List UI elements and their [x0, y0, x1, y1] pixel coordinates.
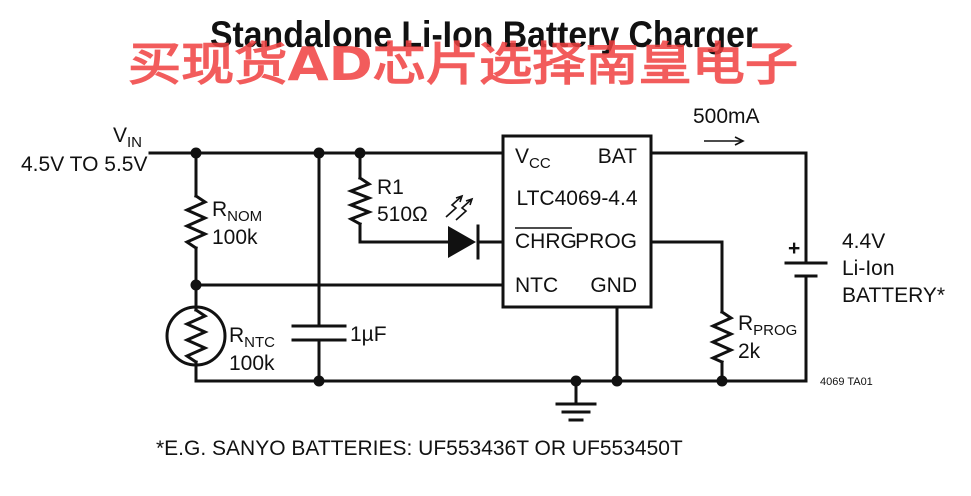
- rntc-value: 100k: [229, 352, 275, 375]
- pin-vcc: VCC: [515, 145, 551, 172]
- footnote: *E.G. SANYO BATTERIES: UF553436T OR UF55…: [156, 437, 683, 460]
- current-label: 500mA: [693, 105, 760, 128]
- rprog-name: RPROG: [738, 312, 797, 339]
- rprog-value: 2k: [738, 340, 761, 363]
- pin-chrg: CHRG: [515, 230, 577, 253]
- thermistor-rntc: [165, 283, 227, 383]
- ground-icon: [555, 379, 597, 422]
- wire-bat: [649, 151, 808, 265]
- battery-symbol: [784, 261, 828, 383]
- battery-voltage: 4.4V: [842, 230, 885, 253]
- pin-gnd: GND: [590, 274, 637, 297]
- pin-bat: BAT: [598, 145, 637, 168]
- capacitor-c1: [291, 151, 347, 383]
- battery-label: BATTERY*: [842, 284, 945, 307]
- battery-type: Li-Ion: [842, 257, 895, 280]
- rnom-value: 100k: [212, 226, 258, 249]
- vin-label: VIN: [113, 124, 142, 151]
- arrow-right-icon: [704, 136, 745, 146]
- pin-ntc: NTC: [515, 274, 558, 297]
- junction-dots: [190, 147, 728, 387]
- resistor-rprog: [649, 240, 735, 383]
- chip-ltc4069: VCC BAT LTC4069-4.4 CHRG PROG NTC GND: [501, 134, 653, 309]
- r1-name: R1: [377, 176, 404, 199]
- battery-plus: +: [788, 237, 800, 260]
- title: Standalone Li-Ion Battery Charger: [210, 14, 758, 55]
- chip-name: LTC4069-4.4: [516, 187, 637, 210]
- resistor-rnom: [183, 151, 209, 287]
- rnom-name: RNOM: [212, 198, 262, 225]
- rntc-name: RNTC: [229, 324, 275, 351]
- r1-value: 510Ω: [377, 203, 428, 226]
- light-emission-icon: [445, 194, 474, 221]
- figure-id: 4069 TA01: [820, 376, 873, 388]
- pin-prog: PROG: [575, 230, 637, 253]
- vin-range: 4.5V TO 5.5V: [21, 153, 147, 176]
- cap-value: 1µF: [350, 323, 387, 346]
- led-indicator: [445, 194, 505, 260]
- watermark: 买现货AD芯片选择南皇电子: [128, 37, 798, 91]
